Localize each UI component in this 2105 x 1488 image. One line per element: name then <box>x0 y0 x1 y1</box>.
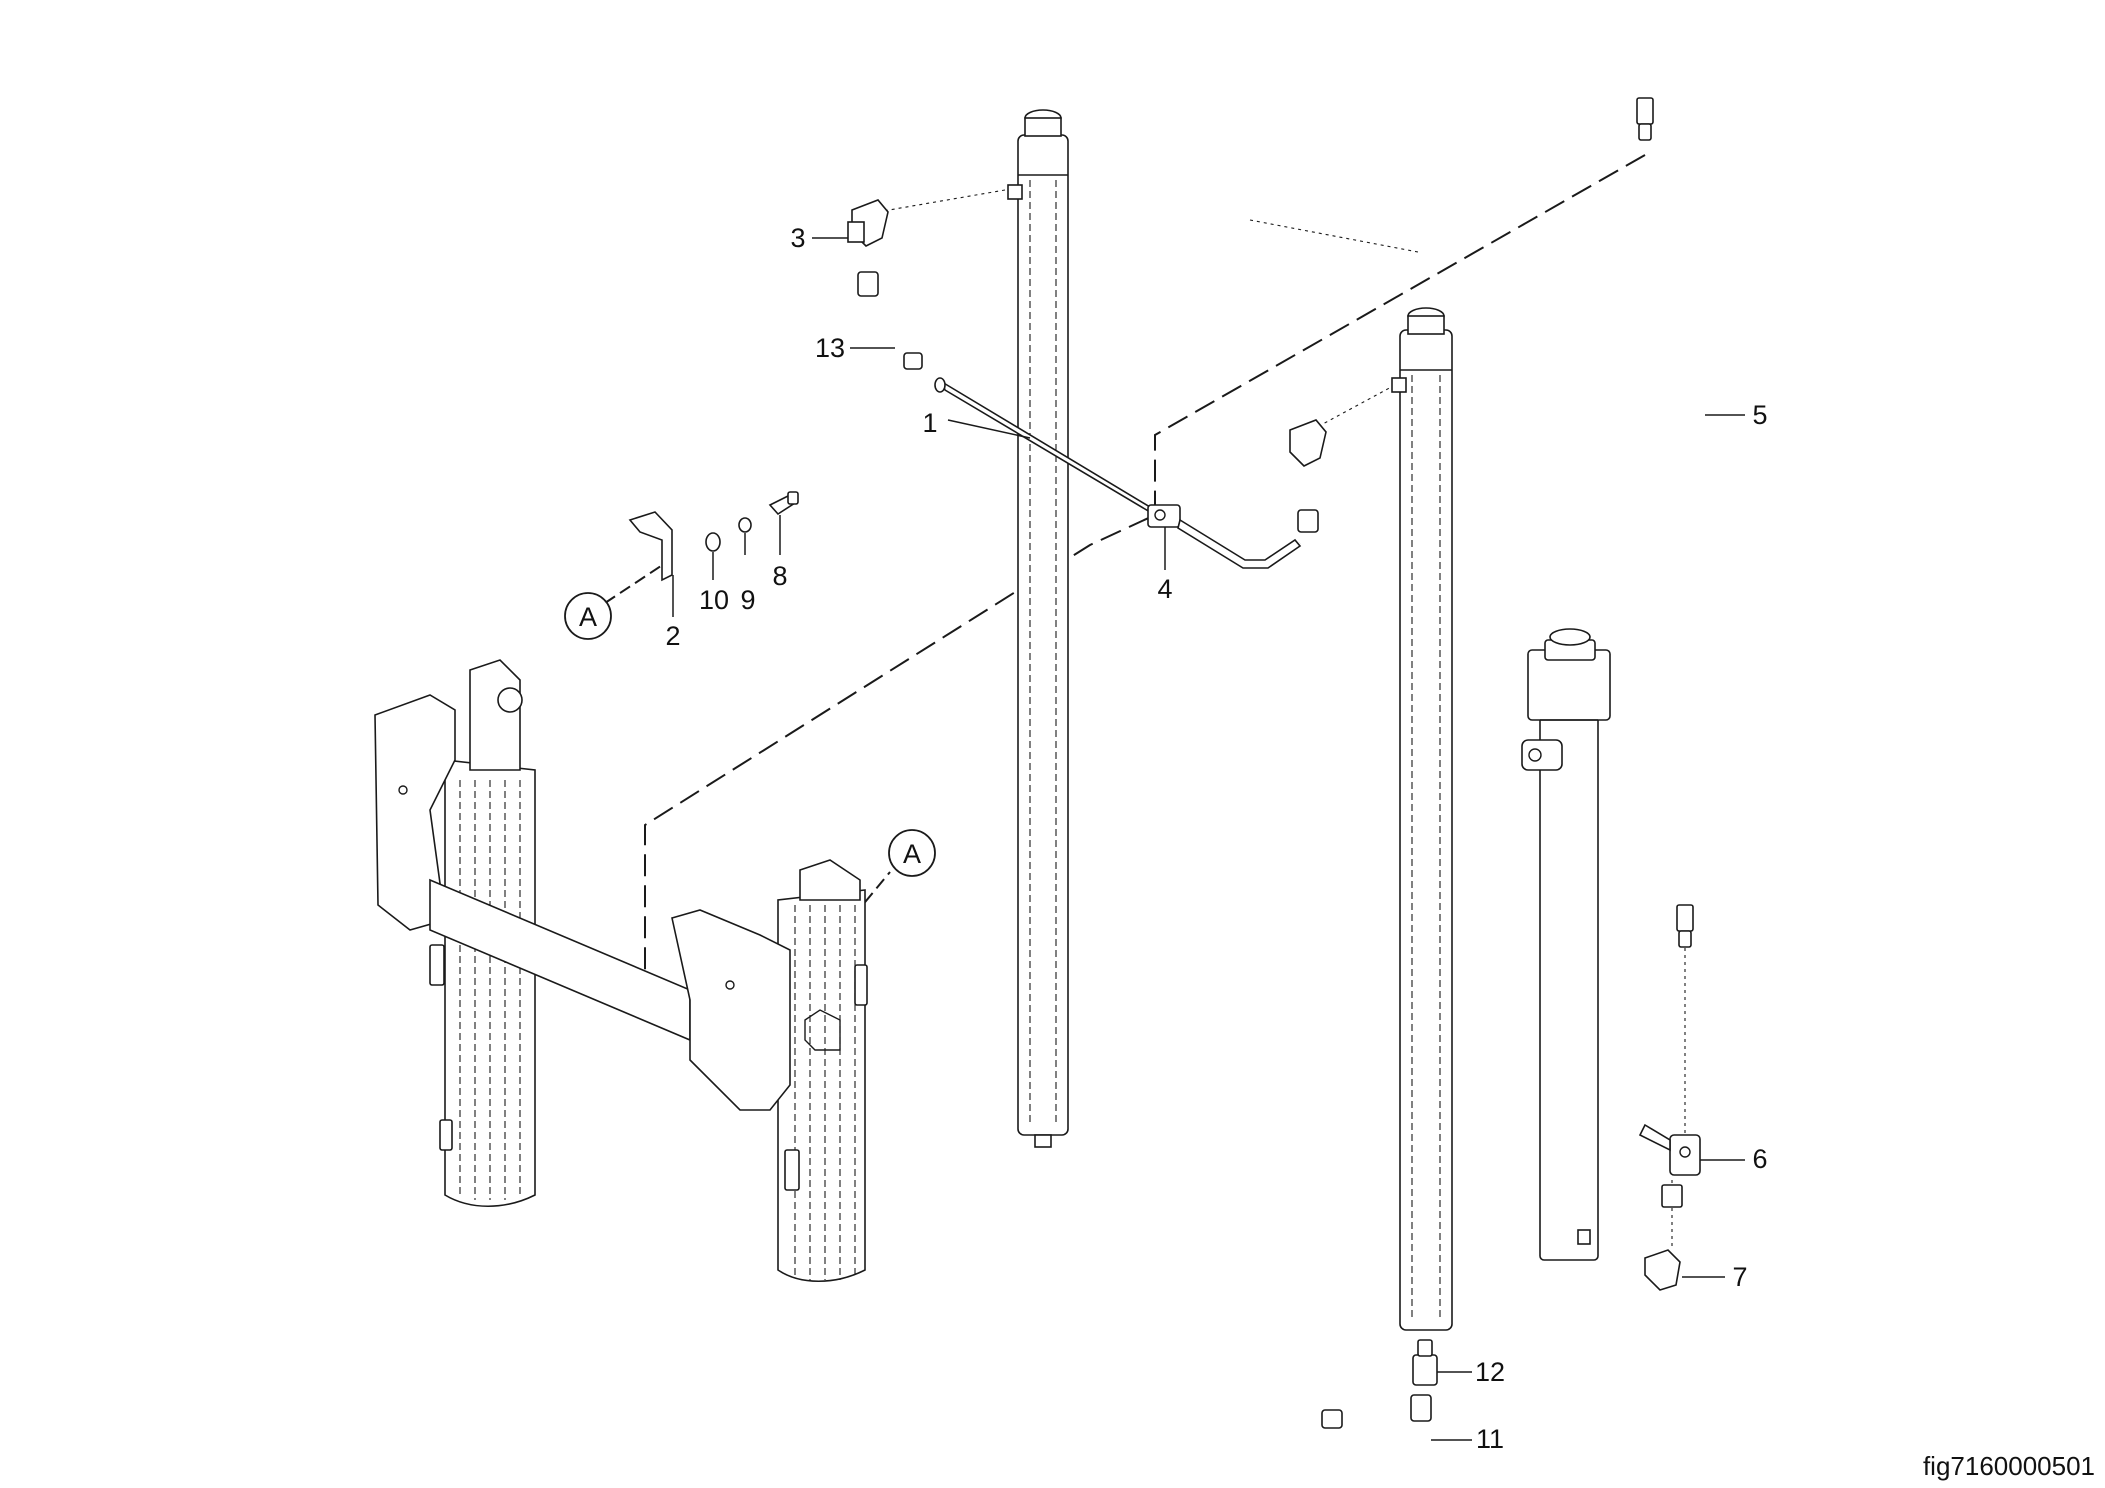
callout-13: 13 <box>815 333 845 363</box>
lift-cylinder-left <box>1007 109 1069 1148</box>
hose-11 <box>1321 1394 1432 1460</box>
detail-marker-a-upper: A <box>564 592 612 640</box>
free-lift-cylinder <box>1521 628 1611 1261</box>
callout-3: 3 <box>790 223 805 253</box>
callout-9: 9 <box>740 585 755 615</box>
mast-carriage <box>374 659 868 1283</box>
svg-text:A: A <box>579 602 597 632</box>
callout-11: 11 <box>1476 1424 1504 1454</box>
callout-12: 12 <box>1475 1357 1505 1387</box>
detail-marker-a-lower: A <box>888 829 936 877</box>
washer-9 <box>738 517 752 533</box>
lift-cylinder-right <box>1391 307 1453 1331</box>
elbow-7 <box>1644 1184 1683 1291</box>
callout-10: 10 <box>699 585 729 615</box>
leader-lines <box>672 237 1745 1441</box>
bolt-8 <box>768 491 799 516</box>
callout-4: 4 <box>1157 574 1172 604</box>
elbow-3 <box>847 199 889 247</box>
callout-2: 2 <box>665 621 680 651</box>
fitting-12 <box>1412 1339 1438 1386</box>
figure-reference: fig7160000501 <box>1923 1451 2095 1481</box>
elbow-right <box>1289 419 1327 467</box>
washer-10 <box>705 532 721 552</box>
callout-1: 1 <box>922 408 937 438</box>
hose-5 <box>1636 22 1694 948</box>
svg-text:A: A <box>903 839 921 869</box>
callout-6: 6 <box>1752 1144 1767 1174</box>
pipe-13 <box>857 271 923 370</box>
bracket-2 <box>628 511 673 582</box>
valve-6 <box>1638 1123 1701 1176</box>
assembly-lines <box>604 154 1686 1250</box>
callout-8: 8 <box>772 561 787 591</box>
tee-fitting-4 <box>1147 504 1319 569</box>
callout-7: 7 <box>1732 1262 1747 1292</box>
callout-5: 5 <box>1752 400 1767 430</box>
callout-labels: 1 2 3 4 5 6 7 8 9 10 11 12 13 <box>665 223 1767 1454</box>
